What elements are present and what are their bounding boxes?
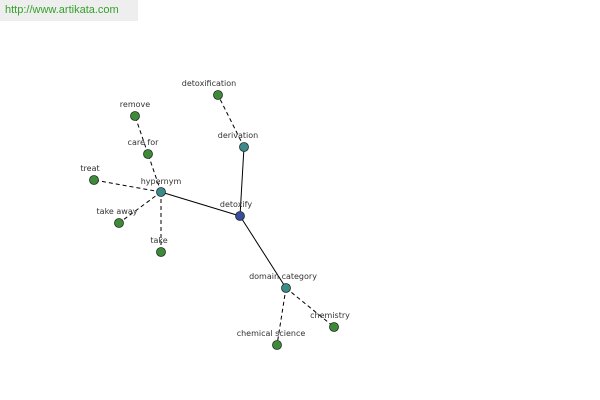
node-take[interactable] — [156, 247, 166, 257]
node-derivation[interactable] — [239, 142, 249, 152]
edge-derivation-to-detoxification — [217, 94, 245, 148]
edges-layer — [93, 94, 335, 346]
edge-hypernym-to-treat — [93, 179, 162, 193]
node-treat[interactable] — [89, 175, 99, 185]
edge-detoxify-to-derivation — [239, 146, 245, 217]
node-chemistry[interactable] — [329, 322, 339, 332]
node-detoxify[interactable] — [235, 211, 245, 221]
node-label-detoxification: detoxification — [182, 79, 236, 88]
edge-detoxify-to-hypernym — [160, 191, 241, 217]
edge-detoxify-to-domain-category — [239, 215, 287, 289]
node-detoxification[interactable] — [213, 90, 223, 100]
edge-hypernym-to-take-away — [118, 191, 162, 224]
node-label-take: take — [150, 236, 167, 245]
node-label-treat: treat — [80, 164, 99, 173]
node-label-derivation: derivation — [218, 131, 258, 140]
node-remove[interactable] — [130, 111, 140, 121]
node-domain-category[interactable] — [281, 283, 291, 293]
node-label-chemical-science: chemical science — [237, 329, 306, 338]
node-label-domain-category: domain category — [249, 272, 317, 281]
node-chemical-science[interactable] — [272, 340, 282, 350]
node-hypernym[interactable] — [156, 187, 166, 197]
watermark-url: http://www.artikata.com — [0, 0, 138, 21]
edge-domain-category-to-chemistry — [285, 287, 335, 328]
node-label-detoxify: detoxify — [220, 200, 252, 209]
node-label-take-away: take away — [97, 207, 138, 216]
nodes-layer — [89, 90, 339, 350]
edge-hypernym-to-care-for — [147, 153, 162, 193]
node-label-care-for: care for — [128, 138, 160, 147]
node-label-chemistry: chemistry — [310, 311, 350, 320]
edge-domain-category-to-chemical-science — [276, 287, 287, 346]
node-label-hypernym: hypernym — [141, 177, 182, 186]
node-take-away[interactable] — [114, 218, 124, 228]
labels-layer: detoxify hypernym derivation domain categor… — [80, 79, 350, 338]
node-care-for[interactable] — [143, 149, 153, 159]
edge-care-for-to-remove — [134, 115, 149, 155]
node-label-remove: remove — [120, 100, 150, 109]
